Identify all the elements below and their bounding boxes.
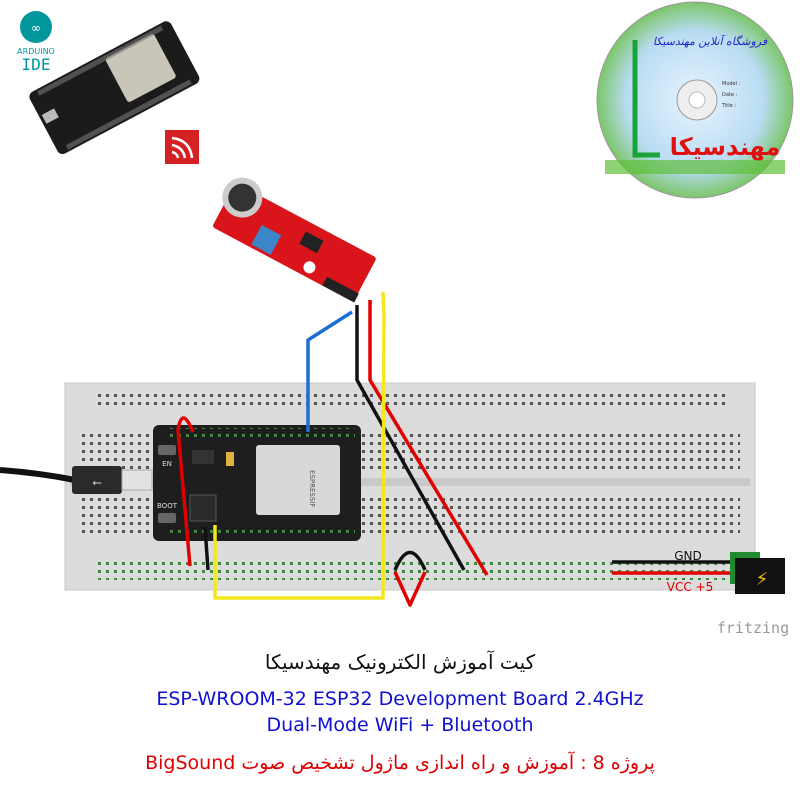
boot-button (158, 513, 176, 523)
project-title: پروژه 8 : آموزش و راه اندازی ماژول تشخیص… (145, 752, 655, 774)
svg-text:EN: EN (162, 460, 172, 468)
wire-black-gnd-esp (203, 526, 210, 571)
wire-black-gnd-sensor (355, 305, 466, 571)
arduino-ide-logo: ∞ ARDUINO IDE (17, 11, 55, 74)
kit-title: کیت آموزش الکترونیک مهندسیکا (264, 650, 536, 674)
svg-text:IDE: IDE (22, 55, 51, 74)
wire-black-rail-bridge (393, 550, 427, 571)
svg-text:Title :: Title : (721, 103, 736, 109)
bigsound-sensor-module (213, 177, 376, 303)
esp-wroom-module (256, 445, 340, 515)
fritzing-watermark: fritzing (717, 619, 789, 637)
wire-red-vin (176, 416, 195, 567)
top-power-rail (95, 392, 730, 410)
svg-text:Date :: Date : (722, 92, 738, 98)
svg-text:ESPRESSIF: ESPRESSIF (308, 470, 316, 507)
wire-red-rail-bridge (393, 571, 427, 607)
espressif-logo (165, 130, 199, 164)
wire-red-vcc-sensor (368, 300, 489, 576)
wires (176, 291, 736, 607)
potentiometer (251, 224, 282, 255)
usb-icon: ⭠ (92, 475, 102, 489)
svg-text:BOOT: BOOT (157, 502, 178, 510)
dc-power-jack: ⚡ (730, 552, 785, 594)
svg-text:Model :: Model : (722, 81, 741, 87)
svg-text:ARDUINO: ARDUINO (17, 47, 55, 56)
esp32-product-image (29, 21, 200, 154)
board-title-line2: Dual-Mode WiFi + Bluetooth (266, 714, 534, 736)
svg-text:فروشگاه آنلاین مهندسیکا: فروشگاه آنلاین مهندسیکا (653, 34, 768, 48)
usb-cable: ⭠ (0, 466, 153, 494)
bottom-power-rail (95, 562, 730, 580)
vcc-label: VCC +5 (667, 580, 713, 594)
mohandesika-cd-image: فروشگاه آنلاین مهندسیکا مهندسیکا Model :… (596, 1, 794, 199)
svg-text:مهندسیکا: مهندسیکا (670, 133, 781, 161)
board-title-line1: ESP-WROOM-32 ESP32 Development Board 2.4… (156, 688, 644, 710)
lightning-icon: ⚡ (756, 569, 769, 590)
wire-blue-signal (306, 310, 353, 432)
wire-yellow-3v3 (213, 291, 386, 600)
breadboard (64, 382, 756, 591)
en-button (158, 445, 176, 455)
gnd-label: GND (674, 549, 702, 563)
esp32-dev-board: ESPRESSIF EN BOOT (153, 425, 361, 541)
svg-text:∞: ∞ (31, 21, 41, 35)
